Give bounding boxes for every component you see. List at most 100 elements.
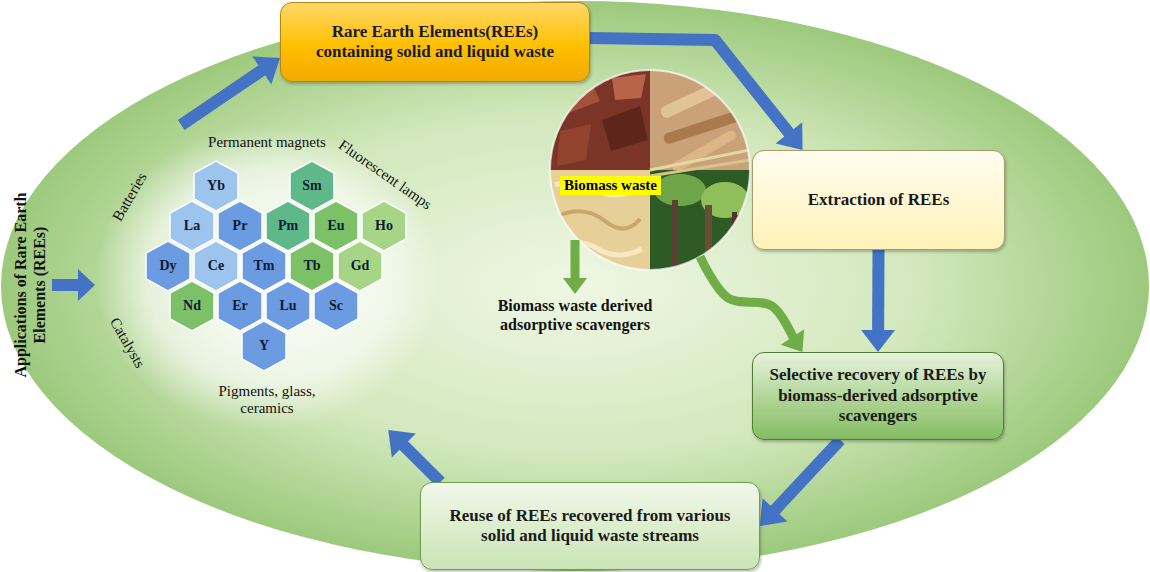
application-label: Permanent magnets — [208, 134, 326, 151]
element-symbol: Gd — [351, 258, 370, 274]
element-symbol: Tb — [303, 258, 320, 274]
flow-arrow — [388, 430, 440, 482]
arrow-shaft — [700, 257, 794, 340]
box-text: Extraction of REEs — [808, 190, 950, 210]
element-hexagon: Ce — [193, 240, 239, 292]
element-hexagon: La — [169, 200, 215, 252]
hexagon-shape — [314, 281, 358, 331]
element-hexagon: Yb — [193, 160, 239, 212]
element-hexagon: Er — [217, 280, 263, 332]
free-label: Biomass waste derived adsorptive scaveng… — [460, 296, 690, 334]
hexagon-shape — [194, 161, 238, 211]
process-box: Selective recovery of REEs by biomass-de… — [752, 352, 1004, 440]
element-symbol: Eu — [327, 218, 344, 234]
input-arrow-shaft — [52, 279, 80, 291]
element-symbol: Sc — [329, 298, 343, 314]
hexagon-shape — [218, 201, 262, 251]
arrow-shaft — [181, 68, 264, 125]
bark-chip — [556, 79, 600, 113]
element-symbol: Ce — [208, 258, 224, 274]
element-hexagon: Lu — [265, 280, 311, 332]
arrow-head — [781, 329, 804, 352]
bark-chip — [557, 124, 591, 166]
element-hexagon: Sm — [289, 160, 335, 212]
shaving — [560, 211, 640, 228]
hexagon-shape — [362, 201, 406, 251]
hexagon-shape — [338, 241, 382, 291]
flow-arrow — [700, 257, 804, 352]
arrow-head — [760, 498, 787, 526]
element-symbol: Y — [259, 338, 269, 354]
box-text: Reuse of REEs recovered from various sol… — [433, 506, 747, 547]
element-hexagon: Eu — [313, 200, 359, 252]
arrow-head — [388, 430, 416, 458]
bark-chip — [602, 106, 648, 151]
arrow-shaft — [401, 443, 440, 482]
element-hexagon: Ho — [361, 200, 407, 252]
element-hexagon: Tm — [241, 240, 287, 292]
application-label: Pigments, glass, ceramics — [207, 383, 327, 418]
biomass-photo — [550, 70, 750, 270]
flow-arrow — [590, 38, 803, 150]
photo-rim — [550, 70, 750, 270]
free-label: Applications of Rare Earth Elements (REE… — [11, 175, 49, 395]
arrow-head — [861, 330, 895, 352]
hexagon-shape — [242, 241, 286, 291]
element-symbol: Pr — [233, 218, 248, 234]
arrow-head — [776, 122, 803, 150]
element-hexagon: Nd — [169, 280, 215, 332]
process-box: Rare Earth Elements(REEs) containing sol… — [280, 2, 590, 82]
process-box: Extraction of REEs — [752, 150, 1005, 250]
tree-trunk — [672, 200, 678, 270]
straw — [650, 160, 750, 176]
shaving — [556, 242, 642, 255]
hexagon-shape — [146, 241, 190, 291]
application-cluster: Permanent magnetsBatteriesFluorescent la… — [95, 125, 440, 430]
element-symbol: Tm — [254, 258, 275, 274]
tree-crown — [654, 174, 706, 206]
hexagon-shape — [242, 321, 286, 371]
element-symbol: Pm — [278, 218, 298, 234]
flow-arrow — [760, 440, 840, 526]
element-hexagon: Dy — [145, 240, 191, 292]
hexagon-shape — [218, 281, 262, 331]
arrow-shaft — [773, 440, 840, 512]
hexagon-shape — [266, 201, 310, 251]
forest — [650, 170, 750, 270]
box-text: Selective recovery of REEs by biomass-de… — [765, 365, 991, 426]
hexagon-shape — [194, 241, 238, 291]
input-arrow-head — [78, 269, 95, 301]
wood-stick — [659, 77, 733, 120]
arrow-head — [252, 56, 280, 84]
green-down-arrow-shaft — [571, 240, 580, 280]
hexagon-shape — [170, 281, 214, 331]
element-symbol: Yb — [207, 178, 225, 194]
hexagon-shape — [170, 201, 214, 251]
element-hexagon: Tb — [289, 240, 335, 292]
flow-arrow — [861, 250, 895, 352]
element-symbol: Nd — [183, 298, 201, 314]
element-hexagon: Gd — [337, 240, 383, 292]
process-box: Reuse of REEs recovered from various sol… — [420, 482, 760, 570]
bark-chips — [550, 70, 650, 170]
element-hexagon: Sc — [313, 280, 359, 332]
green-down-arrow-head — [563, 278, 587, 294]
hexagon-shape — [266, 281, 310, 331]
element-symbol: Sm — [302, 178, 321, 194]
element-hexagon: Pr — [217, 200, 263, 252]
element-symbol: La — [184, 218, 200, 234]
hexagon-shape — [314, 201, 358, 251]
element-symbol: Ho — [375, 218, 393, 234]
biomass-circle: Biomass waste — [550, 70, 750, 270]
bark-chip — [612, 74, 646, 100]
flow-arrow — [181, 56, 280, 125]
element-hexagon: Y — [241, 320, 287, 372]
hexagon-shape — [290, 161, 334, 211]
hexagon-shape — [290, 241, 334, 291]
element-hexagon: Pm — [265, 200, 311, 252]
element-symbol: Dy — [159, 258, 176, 274]
circle-label: Biomass waste — [560, 176, 661, 195]
